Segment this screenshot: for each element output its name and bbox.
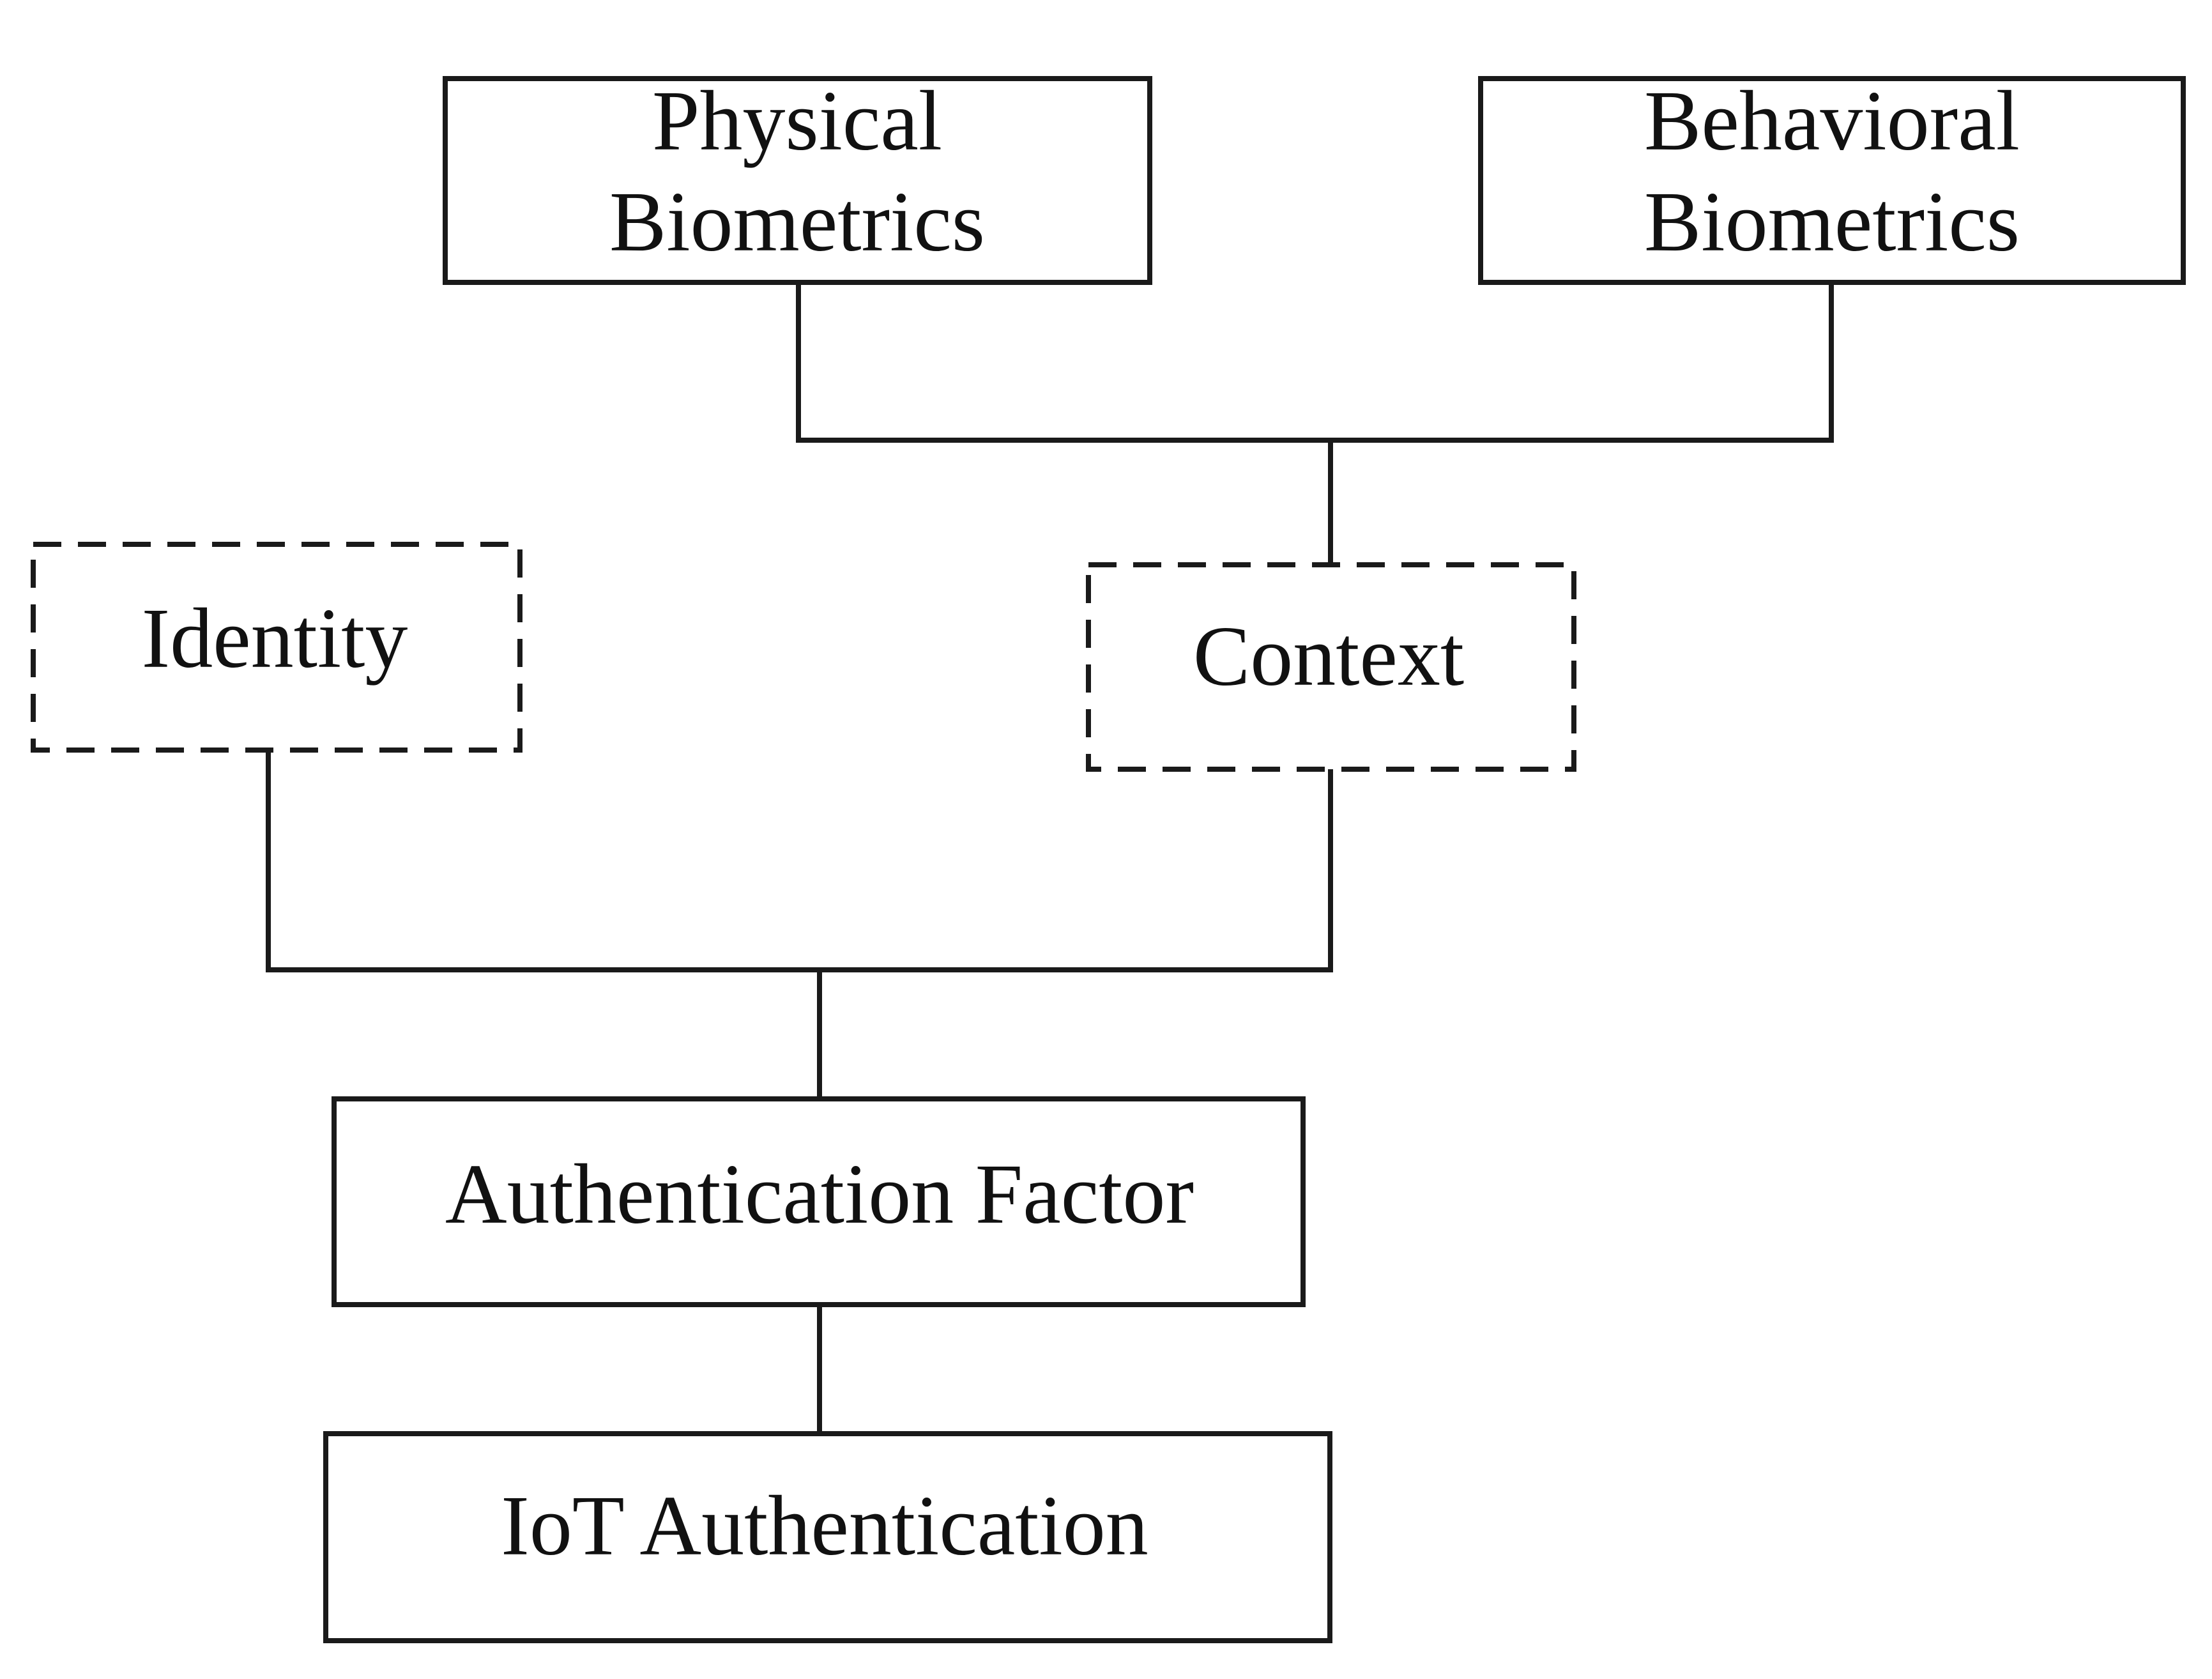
physical-biometrics-label-line1: Physical [652,73,942,168]
iot-authentication-box [323,1431,1332,1643]
node-behavioral-biometrics: Behavioral Biometrics [1478,73,2186,285]
physical-biometrics-box [443,76,1152,285]
connector-identity-to-factor [266,750,820,972]
behavioral-biometrics-label-line2: Biometrics [1644,174,2020,269]
context-box [1086,562,1576,772]
iot-authentication-label: IoT Authentication [501,1478,1148,1573]
connector-physical-to-context [796,282,1331,443]
connectors [266,282,1834,1434]
physical-biometrics-label-line2: Biometrics [609,174,985,269]
behavioral-biometrics-label-line1: Behavioral [1644,73,2020,168]
node-iot-authentication: IoT Authentication [323,1431,1332,1643]
identity-box [31,542,522,753]
authentication-factor-box [332,1096,1306,1307]
authentication-factor-label: Authentication Factor [445,1147,1194,1241]
connector-behavioral-to-context [1331,282,1834,443]
node-identity: Identity [31,542,522,753]
behavioral-biometrics-box [1478,76,2186,285]
node-authentication-factor: Authentication Factor [332,1096,1306,1307]
node-physical-biometrics: Physical Biometrics [443,73,1152,285]
connector-context-to-factor [820,769,1333,972]
context-label: Context [1193,609,1464,703]
identity-label: Identity [142,591,408,686]
node-context: Context [1086,562,1576,772]
